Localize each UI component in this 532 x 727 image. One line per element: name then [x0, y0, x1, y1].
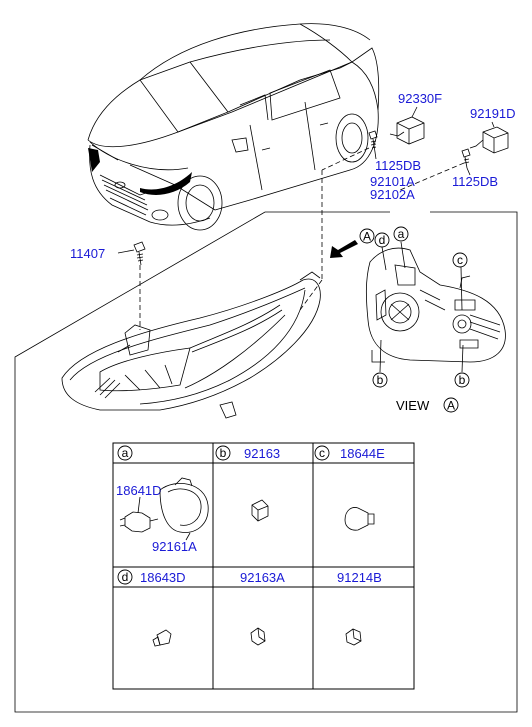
table-cell-f-part: 91214B [337, 570, 382, 585]
callout-c: c [457, 253, 463, 267]
callout-a: a [398, 227, 405, 241]
table-cell-c-part: 18644E [340, 446, 385, 461]
view-direction-arrow [330, 240, 358, 258]
view-label-circle [443, 397, 459, 413]
guide-lines [139, 147, 465, 330]
assembly-frame [14, 211, 518, 713]
parts-table [112, 442, 415, 690]
grommet-91214B-illustration [345, 628, 362, 646]
screw-11407-illustration [133, 241, 146, 266]
table-letter-circles [117, 445, 330, 585]
callout-b-right: b [459, 373, 466, 387]
table-cell-a-cap-part: 92161A [152, 539, 197, 554]
part-label-1125DB-left: 1125DB [375, 158, 421, 173]
view-arrow-marker: A [363, 230, 371, 244]
table-cell-c-letter: c [319, 446, 325, 460]
bulb-18644E-illustration [344, 507, 375, 531]
table-cell-e-part: 92163A [240, 570, 285, 585]
bulb-18641D-illustration [119, 496, 159, 533]
table-cell-d-letter: d [122, 570, 129, 584]
view-label: VIEW [396, 398, 430, 413]
table-cell-d-part: 18643D [140, 570, 186, 585]
socket-92163A-illustration [250, 627, 266, 646]
bulb-18643D-illustration [152, 629, 172, 647]
headlamp-assembly-illustration [61, 271, 321, 419]
view-label-marker: A [447, 399, 455, 413]
socket-92330F-illustration [389, 116, 425, 145]
part-label-1125DB-right: 1125DB [452, 174, 498, 189]
view-callouts [372, 226, 470, 388]
headlight-highlight-right [140, 172, 192, 195]
part-label-92330F: 92330F [398, 91, 442, 106]
table-cell-b-part: 92163 [244, 446, 280, 461]
part-label-92102A: 92102A [370, 187, 415, 202]
cap-92161A-illustration [159, 477, 209, 541]
part-label-11407: 11407 [70, 246, 105, 261]
view-a-illustration [365, 247, 506, 363]
part-label-92101A: 92101A [370, 174, 415, 189]
screw-1125DB-left-illustration [368, 130, 378, 153]
table-cell-a-bulb-part: 18641D [116, 483, 162, 498]
callout-b-left: b [377, 373, 384, 387]
view-marker-circle [359, 228, 375, 244]
socket-92163-illustration [251, 499, 269, 522]
callout-d: d [379, 233, 386, 247]
car-illustration [87, 23, 380, 231]
headlight-highlight-left [88, 148, 100, 172]
part-label-92191D: 92191D [470, 106, 516, 121]
socket-92191D-illustration [469, 126, 509, 154]
table-cell-a-letter: a [122, 446, 129, 460]
leader-lines [117, 106, 495, 254]
screw-1125DB-right-illustration [461, 148, 471, 169]
table-cell-b-letter: b [220, 446, 227, 460]
